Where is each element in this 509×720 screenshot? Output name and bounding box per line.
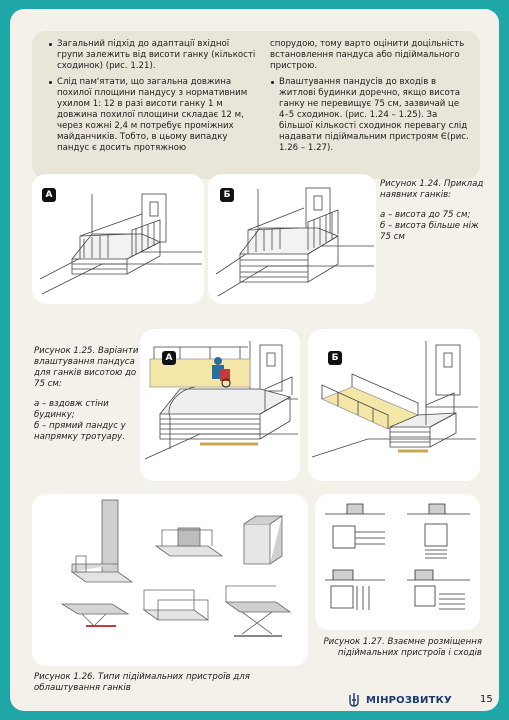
paragraph-continuation: спорудою, тому варто оцінити доцільність… xyxy=(270,39,465,71)
badge-b: Б xyxy=(328,351,342,365)
caption-item-a: а – висота до 75 см; xyxy=(380,210,471,220)
logo-text: МІНРОЗВИТКУ xyxy=(366,694,452,706)
intro-text-card: Загальний підхід до адаптації вхідної гр… xyxy=(32,31,480,179)
lifting-devices-illustration xyxy=(60,499,292,637)
badge-b: Б xyxy=(220,188,234,202)
badge-a: А xyxy=(42,188,56,202)
caption-item-b: б – прямий пандус у напрямку тротуару. xyxy=(34,421,126,442)
porch-low-illustration xyxy=(39,193,202,295)
caption-figure-1-26: Рисунок 1.26. Типи підіймальних пристрої… xyxy=(34,672,250,693)
figure-1-24-a: А xyxy=(32,174,204,304)
caption-title: Рисунок 1.24. Приклад наявних ганків: xyxy=(380,179,484,200)
caption-figure-1-25: Рисунок 1.25. Варіанти влаштування панду… xyxy=(34,346,139,443)
caption-title: Рисунок 1.25. Варіанти влаштування панду… xyxy=(34,346,139,389)
bullet-ramp-length: Слід пам'ятати, що загальна довжина похи… xyxy=(48,77,258,154)
badge-a: А xyxy=(162,351,176,365)
figure-1-24-b: Б xyxy=(208,174,376,304)
lift-stairs-layout-diagrams xyxy=(325,503,470,610)
ministry-logo: МІНРОЗВИТКУ xyxy=(348,692,452,708)
bullet-approach: Загальний підхід до адаптації вхідної гр… xyxy=(48,39,258,72)
straight-ramp-illustration xyxy=(311,341,478,458)
page-number: 15 xyxy=(480,694,493,705)
figure-1-27 xyxy=(315,494,480,630)
intro-column-left: Загальний підхід до адаптації вхідної гр… xyxy=(48,39,258,159)
caption-figure-1-27: Рисунок 1.27. Взаємне розміщення підійма… xyxy=(323,637,483,658)
caption-item-b: б – висота більше ніж 75 см xyxy=(380,221,479,242)
trident-icon xyxy=(349,693,359,707)
intro-column-right: спорудою, тому варто оцінити доцільність… xyxy=(270,39,470,159)
caption-figure-1-24: Рисунок 1.24. Приклад наявних ганків: а … xyxy=(380,179,490,243)
bullet-ramp-installation: Влаштування пандусів до входів в житлові… xyxy=(270,77,470,154)
page: Загальний підхід до адаптації вхідної гр… xyxy=(10,9,499,711)
caption-item-a: а – вздовж стіни будинку; xyxy=(34,399,109,420)
figure-1-25-a: А xyxy=(140,329,300,481)
ramp-along-wall-illustration xyxy=(144,341,298,460)
porch-high-illustration xyxy=(215,187,374,297)
figure-1-25-b: Б xyxy=(308,329,480,481)
figure-1-26 xyxy=(32,494,308,666)
